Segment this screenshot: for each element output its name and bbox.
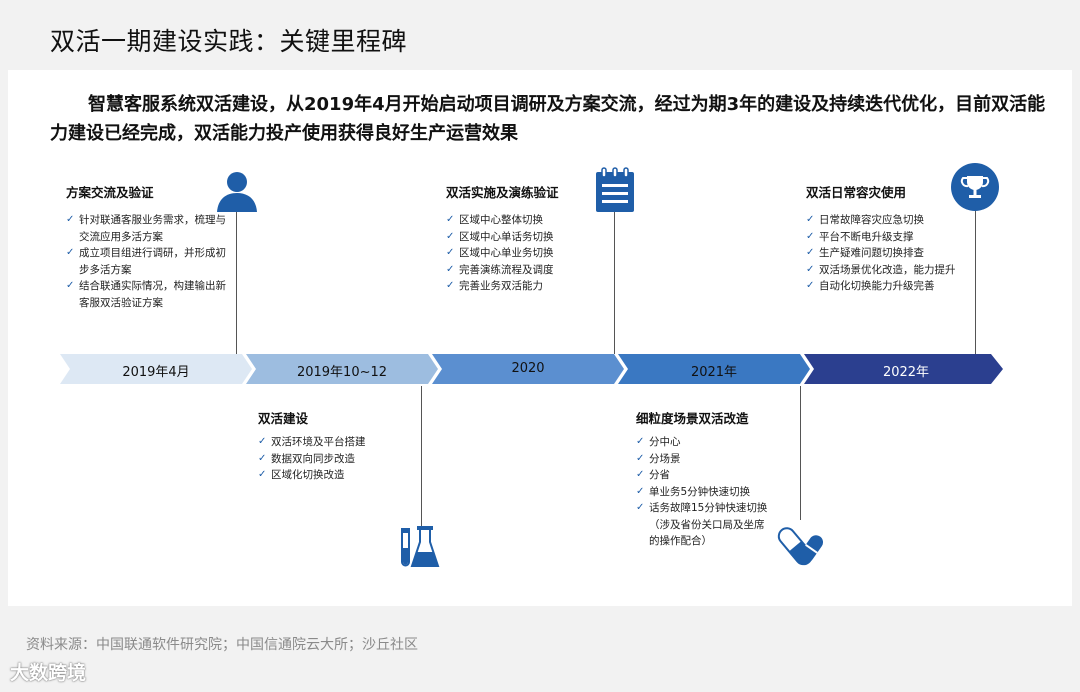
timeline-label-2019-10: 2019年10~12 [296, 365, 388, 380]
check-icon: ✓ [258, 469, 267, 480]
timeline-arrow-4 [618, 354, 810, 384]
timeline-arrow-3 [432, 354, 624, 384]
check-icon: ✓ [446, 280, 455, 291]
list-item: ✓区域化切换改造 [258, 467, 418, 484]
list-item: ✓区域中心整体切换 [446, 212, 606, 229]
list-item: ✓区域中心单业务切换 [446, 245, 606, 262]
connector-line [614, 212, 615, 354]
check-icon: ✓ [258, 452, 267, 464]
check-icon: ✓ [806, 247, 815, 258]
list-item: ✓针对联通客服业务需求，梳理与交流应用多活方案 [66, 214, 226, 243]
list-item: ✓自动化切换能力升级完善 [806, 278, 966, 295]
check-icon: ✓ [446, 247, 455, 258]
list-item: ✓结合联通实际情况，构建输出新客服双活验证方案 [66, 280, 226, 309]
intro-paragraph: 智慧客服系统双活建设，从2019年4月开始启动项目调研及方案交流，经过为期3年的… [50, 94, 1046, 144]
timeline-label-2022: 2022年 [882, 365, 930, 380]
timeline-arrow-2 [246, 354, 438, 384]
page-title: 双活一期建设实践：关键里程碑 [50, 27, 408, 56]
check-icon: ✓ [636, 436, 645, 447]
list-item: ✓分中心 [636, 434, 774, 451]
lab-flask-icon [401, 526, 440, 567]
check-icon: ✓ [66, 280, 75, 291]
check-icon: ✓ [806, 263, 815, 275]
stage-item-list: ✓日常故障容灾应急切换 ✓平台不断电升级支撑 ✓生产疑难问题切换排查 ✓双活场景… [806, 212, 966, 295]
check-icon: ✓ [446, 230, 455, 242]
list-item: ✓单业务5分钟快速切换 [636, 484, 774, 501]
list-item: ✓双活环境及平台搭建 [258, 434, 418, 451]
content-card [8, 70, 1072, 606]
timeline-label-2021: 2021年 [690, 365, 738, 380]
list-item: ✓完善业务双活能力 [446, 278, 606, 295]
watermark-logo: 大数跨境 [10, 662, 87, 684]
stage-title: 方案交流及验证 [66, 185, 154, 200]
list-item: ✓生产疑难问题切换排查 [806, 245, 966, 262]
list-item: ✓数据双向同步改造 [258, 451, 418, 468]
list-item: ✓日常故障容灾应急切换 [806, 212, 966, 229]
timeline-arrows [60, 354, 1003, 384]
stage-item-list: ✓分中心 ✓分场景 ✓分省 ✓单业务5分钟快速切换 ✓话务故障15分钟快速切换（… [636, 434, 774, 550]
list-item: ✓分场景 [636, 451, 774, 468]
connector-line [800, 386, 801, 520]
check-icon: ✓ [446, 214, 455, 225]
check-icon: ✓ [636, 452, 645, 464]
list-item: ✓双活场景优化改造，能力提升 [806, 262, 966, 279]
connector-line [421, 386, 422, 526]
check-icon: ✓ [636, 485, 645, 497]
timeline-label-2020: 2020 [511, 361, 545, 376]
check-icon: ✓ [446, 263, 455, 275]
pill-capsule-icon [777, 527, 824, 566]
stage-item-list: ✓区域中心整体切换 ✓区域中心单话务切换 ✓区域中心单业务切换 ✓完善演练流程及… [446, 212, 606, 295]
notepad-icon [596, 167, 634, 212]
list-item: ✓话务故障15分钟快速切换（涉及省份关口局及坐席的操作配合） [636, 502, 768, 547]
list-item: ✓平台不断电升级支撑 [806, 229, 966, 246]
check-icon: ✓ [806, 230, 815, 242]
list-item: ✓分省 [636, 467, 774, 484]
user-icon [217, 172, 257, 212]
timeline-label-2019-04: 2019年4月 [122, 365, 190, 380]
timeline-arrow-1 [60, 354, 252, 384]
check-icon: ✓ [806, 280, 815, 291]
stage-item-list: ✓针对联通客服业务需求，梳理与交流应用多活方案 ✓成立项目组进行调研，并形成初步… [66, 212, 232, 311]
stage-title: 双活日常容灾使用 [806, 185, 907, 200]
timeline-arrow-5 [804, 354, 1003, 384]
check-icon: ✓ [806, 214, 815, 225]
stage-item-list: ✓双活环境及平台搭建 ✓数据双向同步改造 ✓区域化切换改造 [258, 434, 418, 484]
stage-title: 细粒度场景双活改造 [636, 411, 749, 426]
check-icon: ✓ [258, 436, 267, 447]
stage-title: 双活实施及演练验证 [446, 185, 559, 200]
check-icon: ✓ [636, 469, 645, 480]
source-note: 资料来源：中国联通软件研究院；中国信通院云大所；沙丘社区 [26, 637, 418, 653]
list-item: ✓成立项目组进行调研，并形成初步多活方案 [66, 247, 226, 276]
connector-line [236, 212, 237, 354]
trophy-icon [951, 163, 999, 211]
check-icon: ✓ [66, 247, 75, 258]
list-item: ✓区域中心单话务切换 [446, 229, 606, 246]
connector-line [975, 210, 976, 354]
stage-title: 双活建设 [258, 411, 309, 426]
check-icon: ✓ [66, 214, 75, 225]
list-item: ✓完善演练流程及调度 [446, 262, 606, 279]
check-icon: ✓ [636, 502, 645, 513]
